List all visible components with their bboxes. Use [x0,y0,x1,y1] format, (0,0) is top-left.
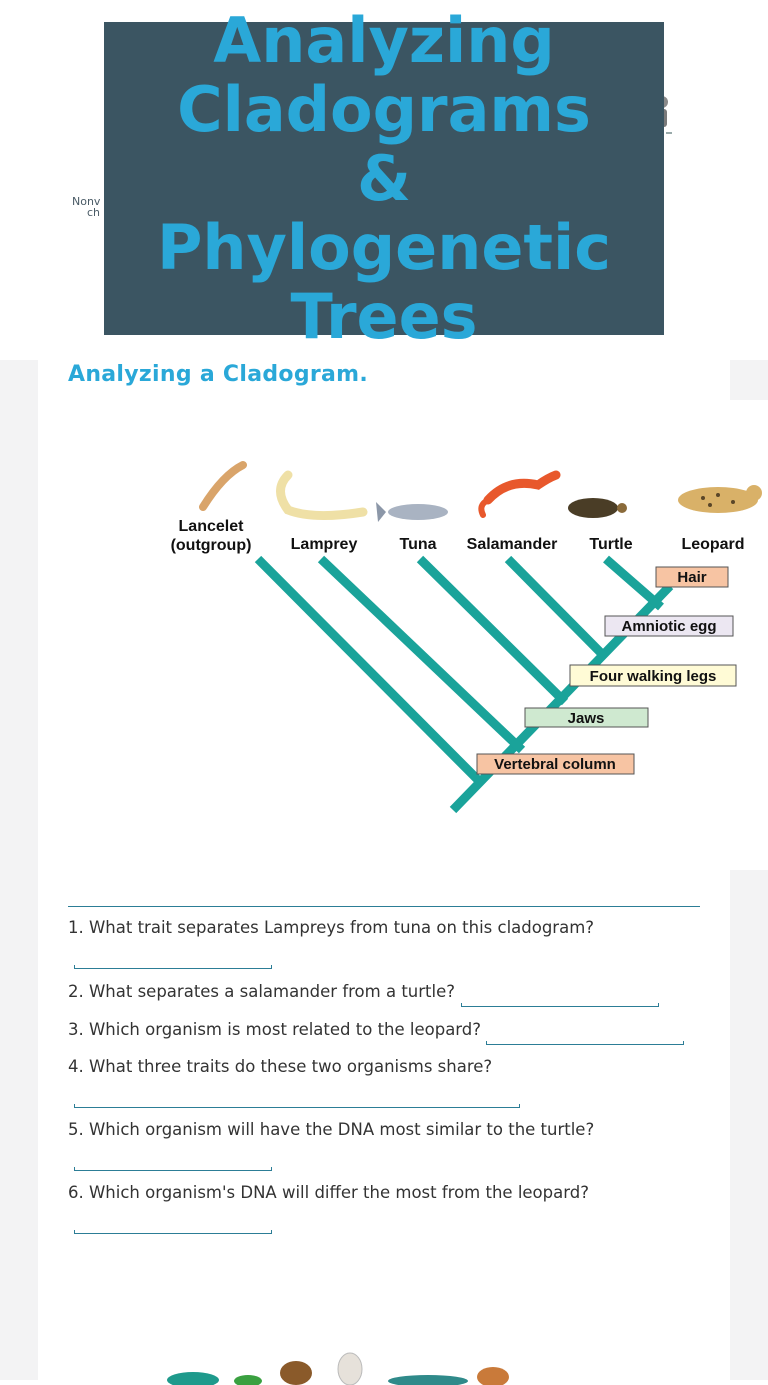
worksheet-content: Analyzing a Cladogram. [38,360,762,1385]
lamprey-icon [276,470,368,521]
cladogram-diagram: Lancelet (outgroup) Lamprey Tuna Salaman… [171,461,762,814]
tuna-icon [376,502,448,522]
bird-icon [280,1361,312,1385]
background-fragment: Nonv [72,195,101,208]
mammal-icon [477,1367,509,1385]
answer-blank-2[interactable] [461,1003,659,1007]
organism-label-leopard: Leopard [681,536,744,553]
question-6: 6. Which organism's DNA will differ the … [68,1183,589,1202]
lancelet-icon [199,461,247,511]
left-gutter [0,360,38,1380]
question-5: 5. Which organism will have the DNA most… [68,1120,595,1139]
answer-blank-4[interactable] [74,1104,520,1108]
trait-four-walking-legs: Four walking legs [590,668,717,685]
organism-label-salamander: Salamander [467,536,558,553]
question-4: 4. What three traits do these two organi… [68,1057,493,1076]
organism-label-lamprey: Lamprey [291,536,358,553]
section-heading: Analyzing a Cladogram. [68,362,369,387]
salamander-icon [478,470,561,518]
question-2: 2. What separates a salamander from a tu… [68,982,456,1001]
header-banner: Nonv ch Analyzing Cladograms & Phylogene… [0,0,768,360]
page-title: Analyzing Cladograms & Phylogenetic Tree… [156,4,612,353]
trait-hair: Hair [677,569,706,586]
right-gutter-top [730,360,768,400]
answer-blank-1[interactable] [74,965,272,969]
organism-label-lancelet: Lancelet [179,518,245,535]
answer-blank-6[interactable] [74,1230,272,1234]
divider [68,906,700,907]
branch-lancelet [254,555,487,789]
trait-amniotic-egg: Amniotic egg [621,618,716,635]
animals-illustration [167,1352,509,1385]
trait-jaws: Jaws [568,710,605,727]
rabbit-icon [337,1352,363,1385]
branch-lamprey [317,555,526,754]
right-gutter-bottom [730,870,768,1380]
answer-blank-3[interactable] [486,1041,684,1045]
question-1: 1. What trait separates Lampreys from tu… [68,918,595,937]
turtle-icon [568,498,627,518]
trait-vertebral-column: Vertebral column [494,756,616,773]
frog-icon [234,1375,262,1385]
background-fragment: ch [87,206,101,219]
branch-salamander [504,555,606,658]
branch-tuna [416,555,569,706]
leopard-icon [678,485,762,513]
title-box: Analyzing Cladograms & Phylogenetic Tree… [104,6,664,351]
answer-blank-5[interactable] [74,1167,272,1171]
branch-turtle [603,555,664,611]
fish-icon [167,1372,219,1385]
organism-label-turtle: Turtle [589,536,632,553]
organism-label-tuna: Tuna [399,536,436,553]
whale-icon [388,1375,468,1385]
question-3: 3. Which organism is most related to the… [68,1020,482,1039]
organism-label-outgroup: (outgroup) [171,537,252,554]
